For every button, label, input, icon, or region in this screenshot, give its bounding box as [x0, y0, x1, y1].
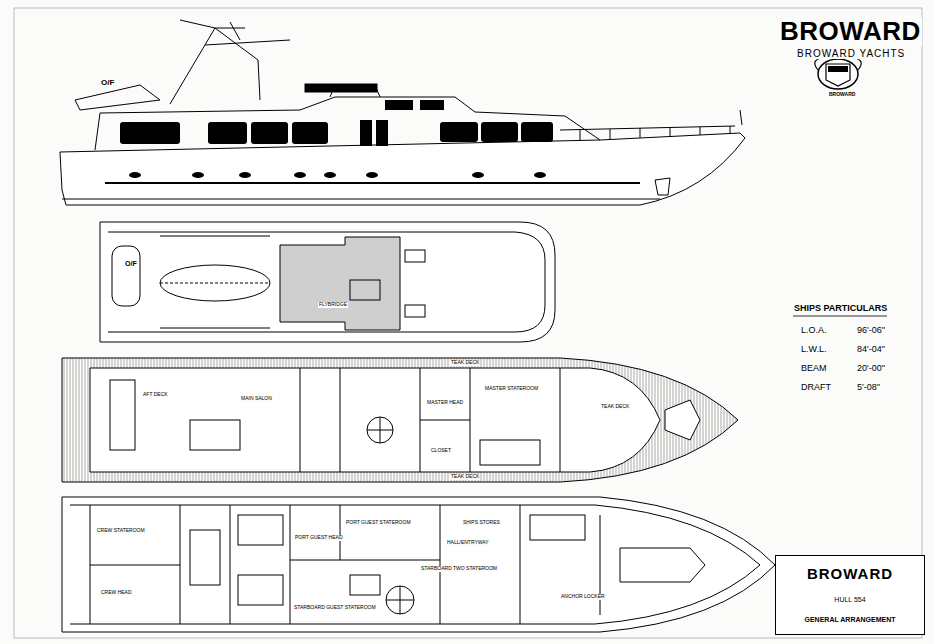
title-block-brand: BROWARD — [807, 566, 893, 583]
room-label: MASTER STATEROOM — [484, 386, 539, 392]
emblem-text: BROWARD — [828, 92, 856, 98]
title-block: BROWARD HULL 554GENERAL ARRANGEMENT — [775, 555, 925, 635]
table-cell: 20'-00" — [856, 364, 886, 374]
room-label: SHIPS STORES — [462, 520, 501, 526]
part-label: O/F — [100, 79, 115, 88]
deck-label: TEAK DECK — [600, 404, 630, 410]
table-cell: 96'-06" — [856, 326, 886, 336]
room-label: STARBOARD GUEST STATEROOM — [293, 605, 377, 611]
part-label: O/F — [124, 260, 138, 268]
table-cell: 84'-04" — [856, 345, 886, 355]
room-label: FLYBRIDGE — [318, 302, 348, 308]
table-cell: BEAM — [800, 364, 828, 374]
room-label: STARBOARD TWO STATEROOM — [420, 566, 498, 572]
sheet-title: GENERAL ARRANGEMENT — [804, 616, 895, 624]
room-label: PORT GUEST STATEROOM — [345, 520, 412, 526]
room-label: CREW STATEROOM — [96, 528, 146, 534]
room-label: CLOSET — [430, 448, 452, 454]
room-label: HALL/ENTRYWAY — [446, 540, 490, 546]
brand-subtitle: BROWARD YACHTS — [796, 48, 906, 59]
table-cell: L.O.A. — [800, 326, 828, 336]
room-label: AFT DECK — [142, 392, 169, 398]
hull-number: HULL 554 — [834, 596, 865, 604]
deck-label: TEAK DECK — [450, 474, 480, 480]
room-label: MASTER HEAD — [426, 400, 464, 406]
deck-label: TEAK DECK — [450, 360, 480, 366]
table-cell: DRAFT — [800, 383, 832, 393]
table-cell: L.W.L. — [800, 345, 828, 355]
table-heading: SHIPS PARTICULARS — [793, 304, 888, 314]
room-label: MAIN SALON — [240, 396, 273, 402]
room-label: PORT GUEST HEAD — [294, 535, 344, 541]
table-cell: 5'-08" — [856, 383, 881, 393]
room-label: ANCHOR LOCKER — [560, 594, 606, 600]
brand-title: BROWARD — [779, 17, 922, 46]
room-label: CREW HEAD — [100, 590, 133, 596]
